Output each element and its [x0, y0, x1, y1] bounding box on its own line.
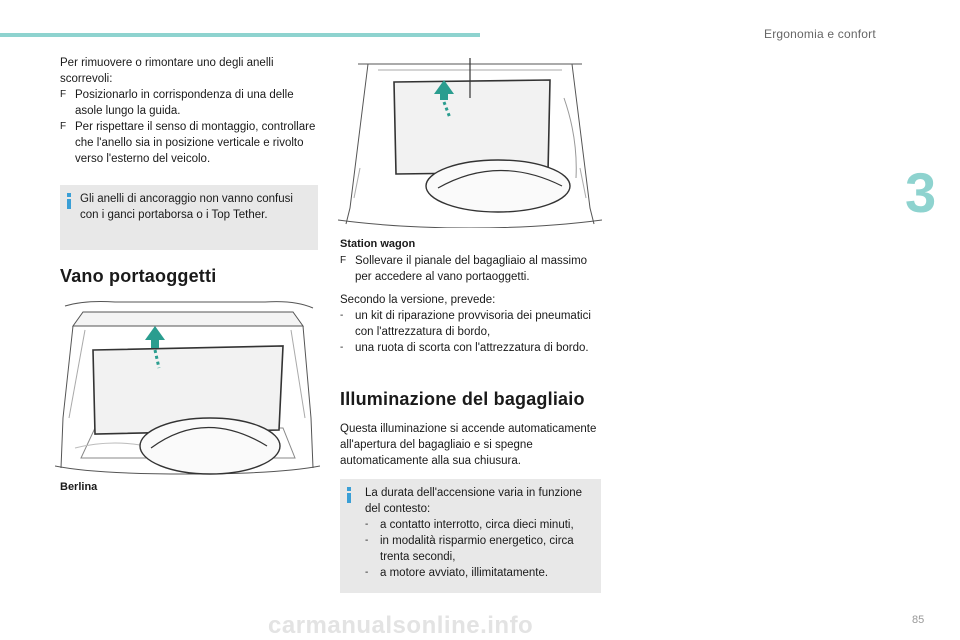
step-text: Sollevare il pianale del bagagliaio al m… [355, 255, 588, 283]
info-item-text: a contatto interrotto, circa dieci minut… [380, 519, 574, 531]
sedan-trunk-illustration [55, 301, 320, 475]
bullet-marker: F [60, 121, 67, 132]
versions-block: Secondo la versione, prevede: - un kit d… [340, 292, 605, 356]
list-item: - a motore avviato, illimitatamente. [365, 565, 597, 581]
list-item: - a contatto interrotto, circa dieci min… [365, 517, 597, 533]
dash-marker: - [365, 567, 369, 578]
versions-intro: Secondo la versione, prevede: [340, 294, 496, 306]
dash-marker: - [340, 342, 344, 353]
list-item: F Posizionarlo in corrispondenza di una … [60, 87, 322, 119]
info-icon [66, 193, 72, 209]
section-title: Ergonomia e confort [764, 27, 876, 41]
info-item-text: a motore avviato, illimitatamente. [380, 567, 549, 579]
info-intro: La durata dell'accensione varia in funzi… [365, 487, 583, 515]
station-wagon-instructions: F Sollevare il pianale del bagagliaio al… [340, 253, 605, 285]
dash-marker: - [340, 310, 344, 321]
step-text: Per rispettare il senso di montaggio, co… [75, 121, 316, 165]
info-box-lighting: La durata dell'accensione varia in funzi… [340, 479, 601, 593]
heading-lighting: Illuminazione del bagagliaio [340, 389, 585, 409]
ring-removal-instructions: Per rimuovere o rimontare uno degli anel… [60, 55, 322, 167]
arrow-up-icon [434, 80, 454, 94]
version-text: un kit di riparazione provvisoria dei pn… [355, 310, 591, 338]
list-item: - un kit di riparazione provvisoria dei … [340, 308, 605, 340]
caption-berlina: Berlina [60, 481, 98, 493]
list-item: - in modalità risparmio energetico, circ… [365, 533, 597, 565]
dash-marker: - [365, 519, 369, 530]
bullet-marker: F [60, 89, 67, 100]
bullet-marker: F [340, 255, 347, 266]
intro-text: Per rimuovere o rimontare uno degli anel… [60, 57, 274, 85]
version-text: una ruota di scorta con l'attrezzatura d… [355, 342, 589, 354]
info-note-text: Gli anelli di ancoraggio non vanno confu… [80, 193, 293, 221]
info-item-text: in modalità risparmio energetico, circa … [380, 535, 574, 563]
caption-station-wagon: Station wagon [340, 238, 416, 250]
chapter-number: 3 [905, 161, 937, 224]
info-icon [346, 487, 352, 503]
list-item: F Sollevare il pianale del bagagliaio al… [340, 253, 605, 285]
heading-storage: Vano portaoggetti [60, 266, 217, 286]
watermark: carmanualsonline.info [268, 612, 534, 639]
info-box-anchoring: Gli anelli di ancoraggio non vanno confu… [60, 185, 318, 250]
list-item: - una ruota di scorta con l'attrezzatura… [340, 340, 605, 356]
page-number: 85 [912, 614, 925, 626]
info-box-content: La durata dell'accensione varia in funzi… [365, 485, 597, 581]
arrow-up-icon [145, 326, 165, 340]
step-text: Posizionarlo in corrispondenza di una de… [75, 89, 294, 117]
list-item: F Per rispettare il senso di montaggio, … [60, 119, 322, 167]
dash-marker: - [365, 535, 369, 546]
header-accent-bar [0, 33, 480, 37]
lighting-description: Questa illuminazione si accende automati… [340, 423, 597, 467]
station-wagon-trunk-illustration [338, 58, 602, 228]
